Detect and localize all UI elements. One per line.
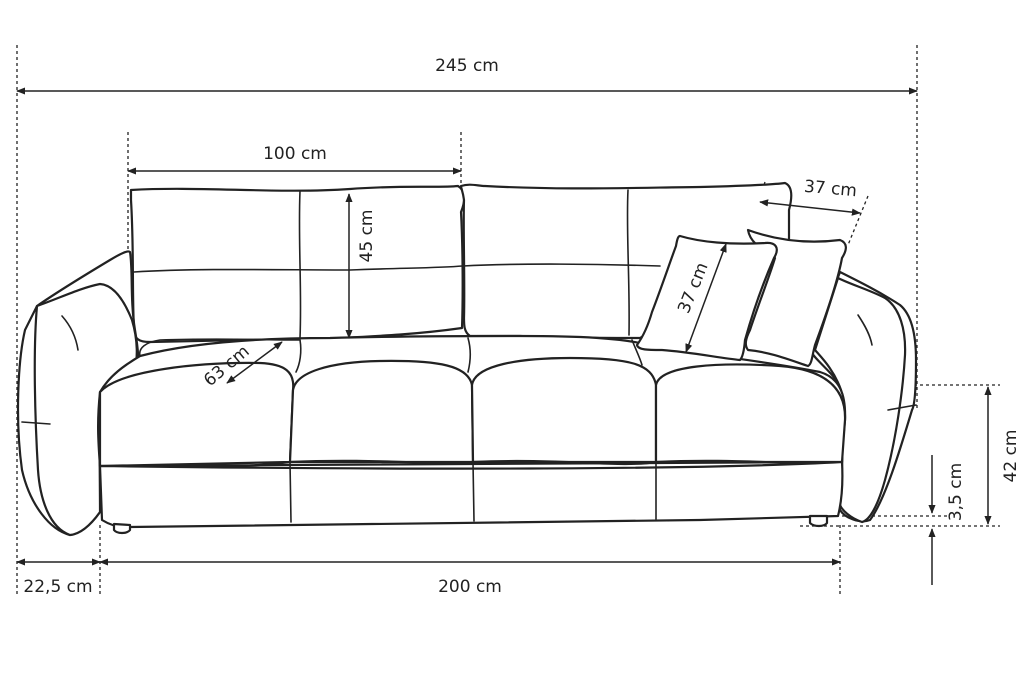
total-width-label: 245 cm	[435, 56, 499, 76]
back-cushion-left	[129, 184, 466, 344]
pillow-width-arrow	[759, 199, 861, 216]
seat-cushions	[97, 334, 847, 470]
throw-pillow-back	[744, 228, 847, 368]
dimension-arrows	[16, 87, 992, 585]
sofa-base	[98, 460, 844, 535]
seat-height-label: 42 cm	[1001, 430, 1021, 483]
leg-height-label: 3,5 cm	[946, 463, 966, 521]
left-armrest	[16, 250, 140, 537]
seat-width-label: 200 cm	[438, 577, 502, 597]
cushion-width-label: 100 cm	[263, 144, 327, 164]
pillow-width-label: 37 cm	[803, 177, 857, 202]
seat-depth-arrow	[226, 341, 283, 384]
sofa-drawing	[16, 181, 918, 537]
cushion-height-label: 45 cm	[357, 210, 377, 263]
armrest-width-label: 22,5 cm	[23, 577, 92, 597]
pillow-height-arrow	[685, 243, 727, 353]
